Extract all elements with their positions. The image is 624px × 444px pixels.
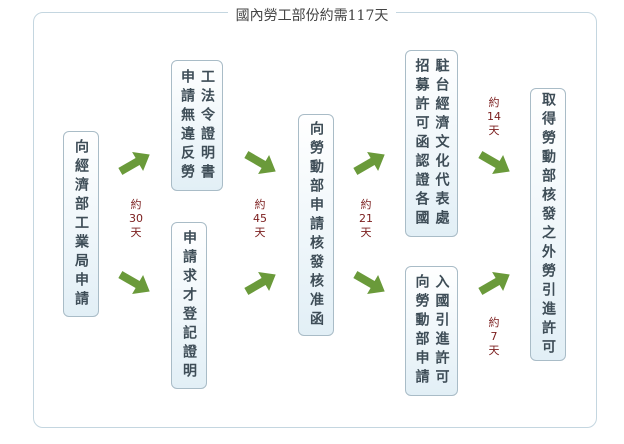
step-recruitment-certification: 駐台經濟文化代表處 招募許可函認證各國 bbox=[405, 50, 458, 237]
arrow-down-right-icon bbox=[244, 151, 276, 175]
duration-days: 14 bbox=[487, 110, 501, 123]
arrow-down-right-icon bbox=[118, 271, 150, 295]
arrow-down-right-icon bbox=[478, 151, 510, 175]
arrow-up-right-icon bbox=[118, 151, 150, 175]
step-text: 駐台經濟文化代表處 bbox=[433, 58, 450, 229]
duration-prefix: 約 bbox=[254, 198, 266, 211]
step-text: 向勞動部申請核發核准函 bbox=[308, 120, 324, 330]
duration-unit: 天 bbox=[360, 226, 372, 239]
duration-unit: 天 bbox=[130, 226, 142, 239]
duration-days: 7 bbox=[490, 330, 498, 343]
duration-prefix: 約 bbox=[488, 96, 500, 109]
arrow-up-right-icon bbox=[353, 151, 385, 175]
step-text: 入國引進許可 bbox=[433, 274, 450, 388]
step-job-registration: 申請求才登記證明 bbox=[171, 222, 207, 389]
step-final-permit: 取得勞動部核發之外勞引進許可 bbox=[530, 88, 566, 361]
step-labor-law-certificate: 工法令證明書 申請無違反勞 bbox=[171, 60, 223, 191]
step-apply-moea: 向經濟部工業局申請 bbox=[63, 131, 99, 317]
step-entry-permit: 入國引進許可 向勞動部申請 bbox=[405, 266, 458, 396]
step-text: 申請求才登記證明 bbox=[181, 229, 197, 382]
arrow-down-right-icon bbox=[353, 271, 385, 295]
step-approval-letter: 向勞動部申請核發核准函 bbox=[298, 114, 334, 336]
diagram-title: 國內勞工部份約需117天 bbox=[0, 5, 624, 25]
duration-unit: 天 bbox=[488, 344, 500, 357]
step-text: 向勞動部申請 bbox=[413, 274, 430, 388]
arrow-up-right-icon bbox=[478, 271, 510, 295]
step-text: 工法令證明書 bbox=[199, 68, 215, 183]
duration-unit: 天 bbox=[488, 124, 500, 137]
title-text: 國內勞工部份約需117天 bbox=[227, 8, 397, 24]
duration-days: 21 bbox=[359, 212, 373, 225]
arrow-up-right-icon bbox=[244, 271, 276, 295]
duration-days: 45 bbox=[253, 212, 267, 225]
step-text: 向經濟部工業局申請 bbox=[73, 138, 89, 310]
duration-unit: 天 bbox=[254, 226, 266, 239]
duration-prefix: 約 bbox=[130, 198, 142, 211]
step-text: 申請無違反勞 bbox=[179, 68, 195, 183]
duration-prefix: 約 bbox=[360, 198, 372, 211]
duration-prefix: 約 bbox=[488, 316, 500, 329]
step-text: 招募許可函認證各國 bbox=[413, 58, 430, 229]
duration-days: 30 bbox=[129, 212, 143, 225]
step-text: 取得勞動部核發之外勞引進許可 bbox=[540, 91, 556, 358]
